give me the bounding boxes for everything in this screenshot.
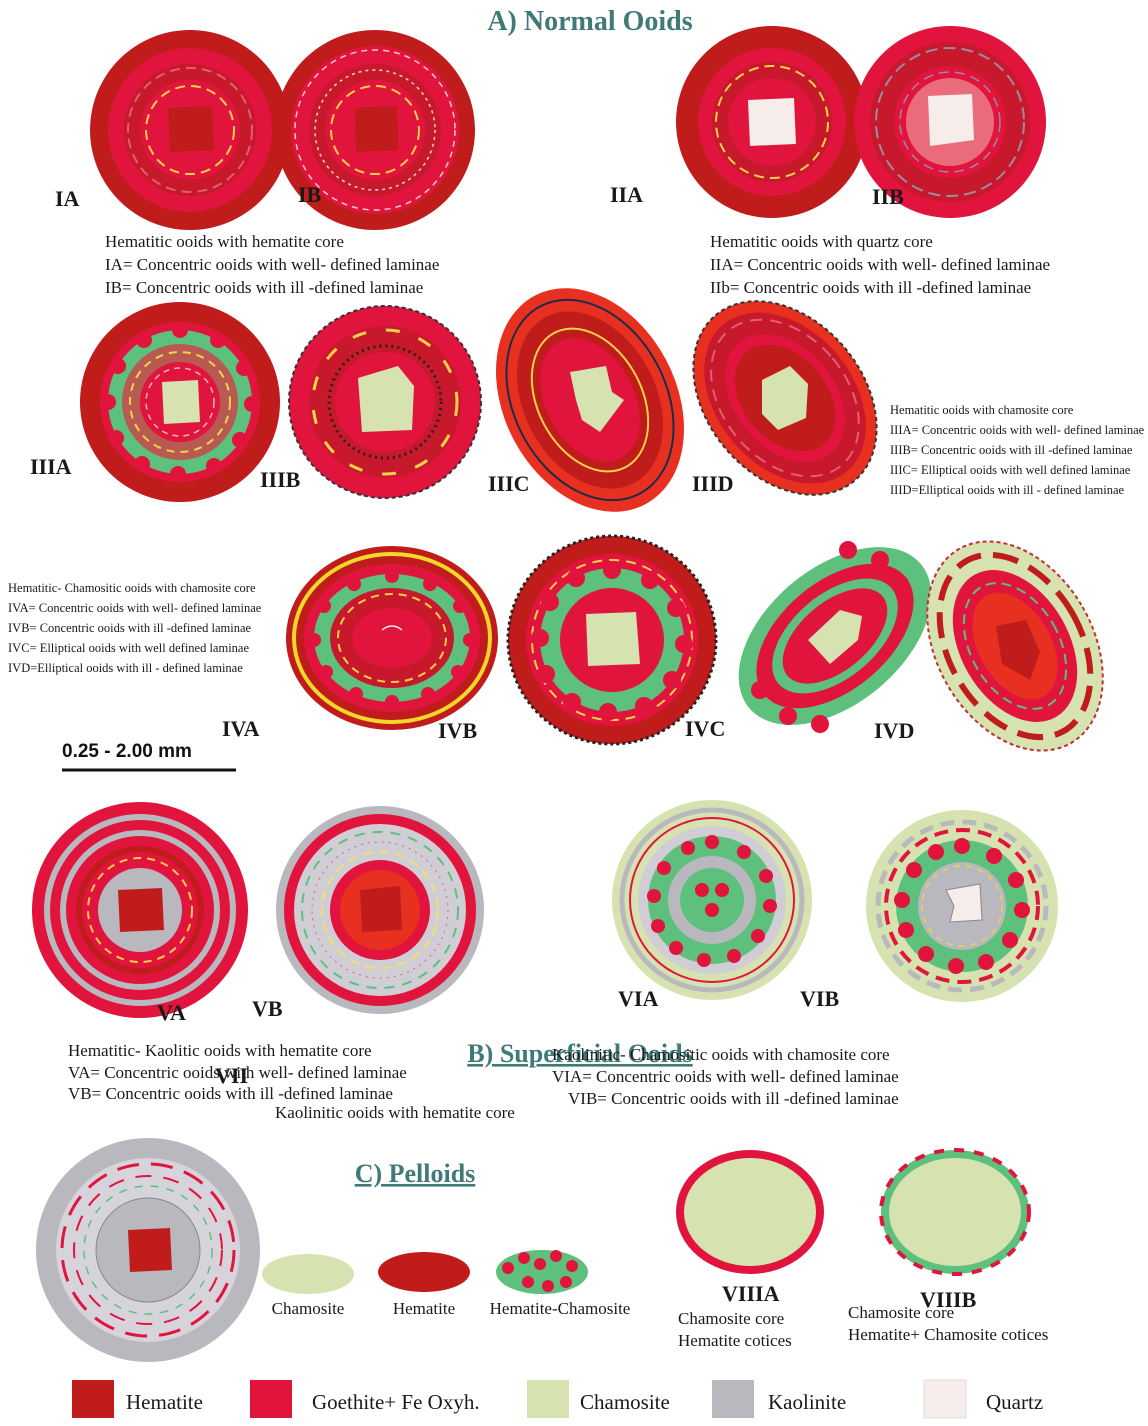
pelloid-label: Hematite-Chamosite bbox=[490, 1299, 631, 1318]
caption-group2: Hematitic ooids with quartz core IIA= Co… bbox=[710, 232, 1050, 297]
pelloid-hematite-chamosite: Hematite-Chamosite bbox=[490, 1250, 631, 1318]
caption-group7: Kaolinitic ooids with hematite core bbox=[275, 1103, 515, 1122]
ooid-IVC bbox=[705, 512, 964, 760]
caption-line: IIA= Concentric ooids with well- defined… bbox=[710, 255, 1050, 274]
caption-line: Kaolinitic- Chamositic ooids with chamos… bbox=[552, 1045, 890, 1064]
caption-line: Chamosite core bbox=[678, 1309, 784, 1328]
label-IVC: IVC bbox=[685, 716, 725, 741]
caption-line: IIb= Concentric ooids with ill -defined … bbox=[710, 278, 1031, 297]
caption-viiiA: Chamosite core Hematite cotices bbox=[678, 1309, 792, 1350]
caption-line: Hematitic ooids with chamosite core bbox=[890, 403, 1074, 417]
label-VII: VII bbox=[215, 1063, 248, 1088]
label-VIA: VIA bbox=[618, 986, 658, 1011]
caption-line: Hematite cotices bbox=[678, 1331, 792, 1350]
pelloid-label: Hematite bbox=[393, 1299, 455, 1318]
ooid-IVD bbox=[891, 510, 1138, 782]
caption-group1: Hematitic ooids with hematite core IA= C… bbox=[105, 232, 439, 297]
pelloid-hematite: Hematite bbox=[378, 1252, 470, 1318]
label-IIA: IIA bbox=[610, 182, 643, 207]
caption-line: Hematite+ Chamosite cotices bbox=[848, 1325, 1048, 1344]
label-IIB: IIB bbox=[872, 184, 904, 209]
caption-line: IVB= Concentric ooids with ill -defined … bbox=[8, 621, 252, 635]
pelloid-label: Chamosite bbox=[272, 1299, 345, 1318]
caption-line: IVA= Concentric ooids with well- defined… bbox=[8, 601, 262, 615]
ooid-VA bbox=[32, 802, 248, 1018]
caption-line: IVC= Elliptical ooids with well defined … bbox=[8, 641, 249, 655]
legend-item-goethite: Goethite+ Fe Oxyh. bbox=[250, 1380, 480, 1418]
caption-line: IIID=Elliptical ooids with ill - defined… bbox=[890, 483, 1125, 497]
legend-item-hematite: Hematite bbox=[72, 1380, 203, 1418]
legend-label: Hematite bbox=[126, 1390, 203, 1414]
ooid-IVA bbox=[286, 546, 498, 730]
scale-bar-label: 0.25 - 2.00 mm bbox=[62, 741, 192, 762]
ooid-IIA bbox=[676, 26, 868, 218]
ooid-IIIB bbox=[289, 306, 481, 498]
caption-viiiB: Chamosite core Hematite+ Chamosite cotic… bbox=[848, 1303, 1048, 1344]
caption-line: IIIA= Concentric ooids with well- define… bbox=[890, 423, 1145, 437]
label-IVD: IVD bbox=[874, 718, 914, 743]
pelloid-chamosite: Chamosite bbox=[262, 1254, 354, 1318]
label-VIB: VIB bbox=[800, 986, 839, 1011]
caption-group3: Hematitic ooids with chamosite core IIIA… bbox=[890, 403, 1145, 497]
ooid-VIIIB bbox=[881, 1150, 1029, 1274]
label-IA: IA bbox=[55, 186, 80, 211]
label-IIIA: IIIA bbox=[30, 454, 72, 479]
legend: Hematite Goethite+ Fe Oxyh. Chamosite Ka… bbox=[72, 1380, 1043, 1418]
legend-label: Kaolinite bbox=[768, 1390, 846, 1414]
legend-item-quartz: Quartz bbox=[924, 1380, 1043, 1418]
label-IVB: IVB bbox=[438, 718, 477, 743]
ooid-VB bbox=[276, 806, 484, 1014]
legend-item-kaolinite: Kaolinite bbox=[712, 1380, 846, 1418]
legend-label: Quartz bbox=[986, 1390, 1043, 1414]
heading-normal-ooids: A) Normal Ooids bbox=[487, 6, 692, 37]
caption-line: IIIC= Elliptical ooids with well defined… bbox=[890, 463, 1131, 477]
label-IIID: IIID bbox=[692, 471, 734, 496]
ooid-IA bbox=[90, 30, 290, 230]
label-IIIC: IIIC bbox=[488, 471, 530, 496]
caption-group4: Hematitic- Chamositic ooids with chamosi… bbox=[8, 581, 262, 675]
caption-line: Hematitic- Kaolitic ooids with hematite … bbox=[68, 1041, 372, 1060]
caption-line: VIA= Concentric ooids with well- defined… bbox=[552, 1067, 899, 1086]
caption-line: IIIB= Concentric ooids with ill -defined… bbox=[890, 443, 1133, 457]
ooid-VII bbox=[36, 1138, 260, 1362]
caption-line: Chamosite core bbox=[848, 1303, 954, 1322]
caption-line: Hematitic- Chamositic ooids with chamosi… bbox=[8, 581, 256, 595]
legend-swatch bbox=[527, 1380, 569, 1418]
caption-group6: Kaolinitic- Chamositic ooids with chamos… bbox=[552, 1045, 899, 1108]
label-IVA: IVA bbox=[222, 716, 260, 741]
label-VB: VB bbox=[252, 996, 283, 1021]
legend-swatch bbox=[72, 1380, 114, 1418]
caption-line: IVD=Elliptical ooids with ill - defined … bbox=[8, 661, 243, 675]
caption-line: Hematitic ooids with hematite core bbox=[105, 232, 344, 251]
label-VIIIA: VIIIA bbox=[722, 1281, 780, 1306]
legend-swatch bbox=[712, 1380, 754, 1418]
ooid-VIB bbox=[866, 810, 1058, 1002]
caption-line: IA= Concentric ooids with well- defined … bbox=[105, 255, 439, 274]
caption-line: IB= Concentric ooids with ill -defined l… bbox=[105, 278, 423, 297]
ooid-IIIC bbox=[459, 255, 722, 544]
ooid-VIIIA bbox=[676, 1150, 824, 1274]
ooid-IIIA bbox=[80, 302, 280, 502]
label-VA: VA bbox=[157, 1000, 186, 1025]
legend-label: Chamosite bbox=[580, 1390, 670, 1414]
label-IB: IB bbox=[298, 182, 322, 207]
label-IIIB: IIIB bbox=[260, 467, 301, 492]
caption-line: Hematitic ooids with quartz core bbox=[710, 232, 933, 251]
ooid-IVB bbox=[508, 536, 716, 744]
scale-bar: 0.25 - 2.00 mm bbox=[62, 741, 236, 770]
legend-swatch bbox=[250, 1380, 292, 1418]
ooid-VIA bbox=[612, 800, 812, 1000]
caption-line: VIB= Concentric ooids with ill -defined … bbox=[568, 1089, 899, 1108]
legend-item-chamosite: Chamosite bbox=[527, 1380, 670, 1418]
heading-pelloids: C) Pelloids bbox=[355, 1159, 476, 1188]
legend-swatch bbox=[924, 1380, 966, 1418]
legend-label: Goethite+ Fe Oxyh. bbox=[312, 1390, 480, 1414]
